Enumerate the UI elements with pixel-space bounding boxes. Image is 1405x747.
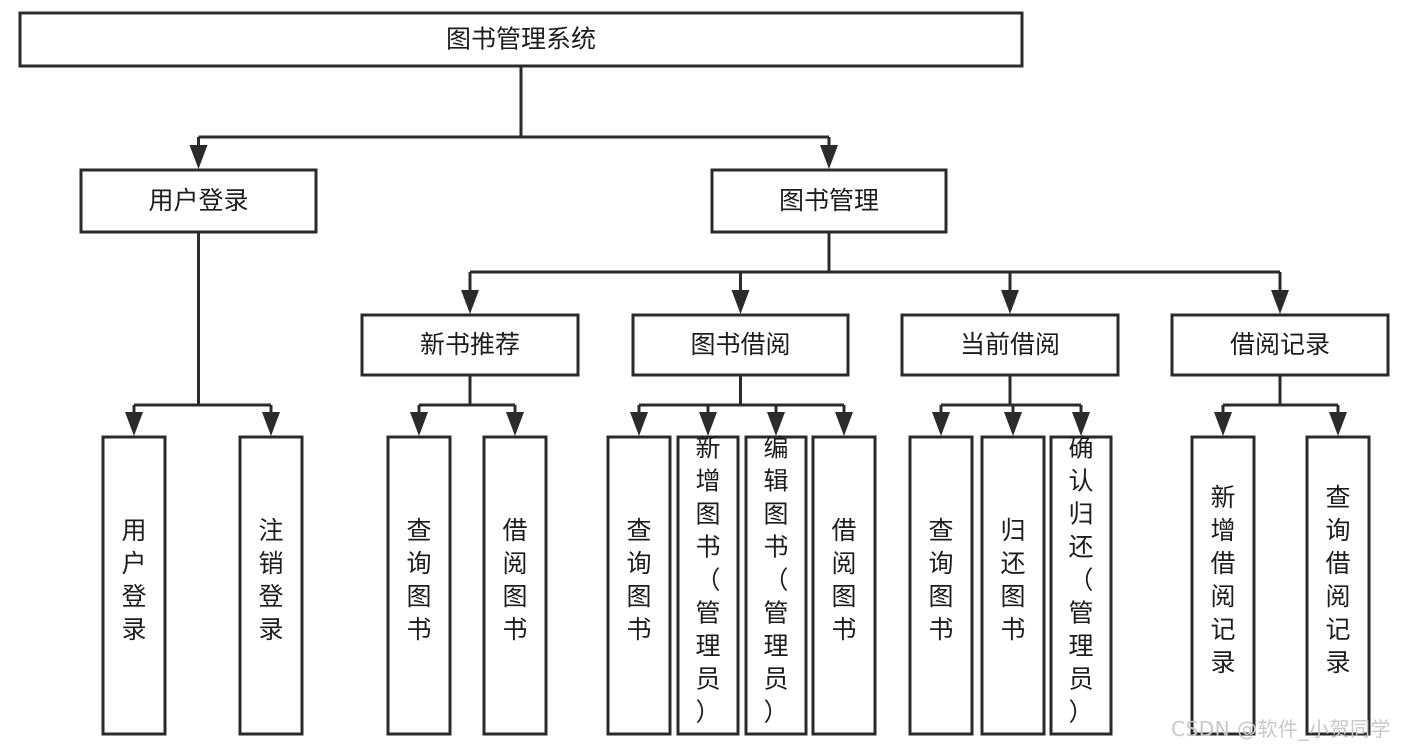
node-label-leaf-user-login: 用户登录	[121, 516, 146, 644]
node-label-root: 图书管理系统	[446, 25, 596, 54]
node-box-user-login	[79, 168, 318, 234]
node-leaf-query-record[interactable]: 查询借阅记录	[1305, 435, 1371, 736]
watermark-label: CSDN @软件_小贺同学	[1171, 717, 1391, 741]
node-box-leaf-return-book	[980, 435, 1046, 736]
node-label-leaf-add-book: 新增图书（管理员）	[695, 434, 720, 727]
node-new-book-rec[interactable]: 新书推荐	[360, 313, 580, 377]
node-label-leaf-borrow-book-1: 借阅图书	[502, 516, 527, 644]
node-leaf-query-book-1[interactable]: 查询图书	[386, 435, 452, 736]
node-leaf-query-book-3[interactable]: 查询图书	[908, 435, 974, 736]
node-box-new-book-rec	[360, 313, 580, 377]
node-leaf-add-book[interactable]: 新增图书（管理员）	[676, 434, 740, 736]
node-label-current-borrow: 当前借阅	[960, 330, 1060, 359]
node-box-leaf-add-record	[1190, 435, 1256, 736]
node-borrow-record[interactable]: 借阅记录	[1170, 313, 1390, 377]
node-leaf-add-record[interactable]: 新增借阅记录	[1190, 435, 1256, 736]
node-leaf-borrow-book-1[interactable]: 借阅图书	[482, 435, 548, 736]
node-label-leaf-query-book-3: 查询图书	[928, 516, 953, 644]
node-label-leaf-add-record: 新增借阅记录	[1210, 483, 1235, 677]
node-book-manage[interactable]: 图书管理	[710, 168, 948, 234]
node-box-current-borrow	[900, 313, 1120, 377]
node-box-leaf-query-book-1	[386, 435, 452, 736]
node-leaf-query-book-2[interactable]: 查询图书	[606, 435, 672, 736]
node-book-borrow[interactable]: 图书借阅	[631, 313, 850, 377]
node-box-leaf-confirm-return	[1049, 435, 1113, 736]
node-label-book-borrow: 图书借阅	[690, 330, 790, 359]
node-leaf-user-login[interactable]: 用户登录	[101, 435, 167, 736]
node-label-leaf-edit-book: 编辑图书（管理员）	[763, 434, 788, 727]
node-box-leaf-query-record	[1305, 435, 1371, 736]
node-leaf-confirm-return[interactable]: 确认归还（管理员）	[1049, 434, 1113, 736]
node-current-borrow[interactable]: 当前借阅	[900, 313, 1120, 377]
node-label-leaf-borrow-book-2: 借阅图书	[831, 516, 856, 644]
node-label-leaf-user-logout: 注销登录	[258, 516, 283, 644]
node-box-leaf-user-logout	[238, 435, 304, 736]
node-layer: 图书管理系统用户登录图书管理新书推荐图书借阅当前借阅借阅记录用户登录注销登录查询…	[18, 11, 1390, 736]
connector-layer	[125, 66, 1347, 436]
node-label-book-manage: 图书管理	[779, 186, 879, 215]
node-label-leaf-query-record: 查询借阅记录	[1325, 483, 1350, 677]
node-box-book-manage	[710, 168, 948, 234]
node-box-leaf-query-book-3	[908, 435, 974, 736]
node-box-book-borrow	[631, 313, 850, 377]
node-box-leaf-add-book	[676, 435, 740, 736]
node-box-leaf-query-book-2	[606, 435, 672, 736]
node-label-leaf-query-book-1: 查询图书	[406, 516, 431, 644]
node-leaf-return-book[interactable]: 归还图书	[980, 435, 1046, 736]
node-user-login[interactable]: 用户登录	[79, 168, 318, 234]
node-label-new-book-rec: 新书推荐	[420, 330, 520, 359]
node-label-leaf-query-book-2: 查询图书	[626, 516, 651, 644]
node-label-borrow-record: 借阅记录	[1230, 330, 1330, 359]
node-leaf-borrow-book-2[interactable]: 借阅图书	[811, 435, 877, 736]
node-root[interactable]: 图书管理系统	[18, 11, 1024, 68]
node-leaf-user-logout[interactable]: 注销登录	[238, 435, 304, 736]
node-label-user-login: 用户登录	[148, 186, 248, 215]
node-box-root	[18, 11, 1024, 68]
node-leaf-edit-book[interactable]: 编辑图书（管理员）	[744, 434, 808, 736]
node-box-leaf-user-login	[101, 435, 167, 736]
node-box-leaf-borrow-book-1	[482, 435, 548, 736]
node-box-borrow-record	[1170, 313, 1390, 377]
node-label-leaf-return-book: 归还图书	[1000, 516, 1025, 644]
node-box-leaf-borrow-book-2	[811, 435, 877, 736]
node-label-leaf-confirm-return: 确认归还（管理员）	[1068, 434, 1093, 727]
node-box-leaf-edit-book	[744, 435, 808, 736]
